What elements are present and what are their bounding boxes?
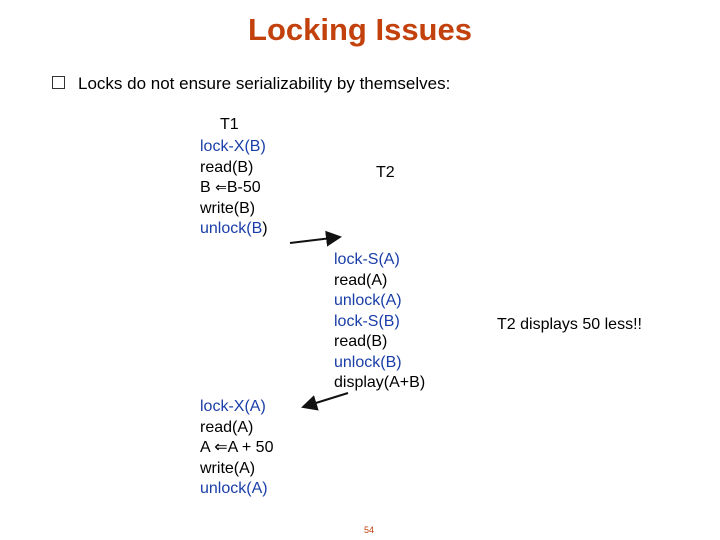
slide-title: Locking Issues [248, 12, 472, 47]
t1-block-1: lock-X(B) read(B) B ⇐B-50 write(B) unloc… [200, 137, 268, 240]
code-line: A ⇐A + 50 [200, 439, 274, 456]
bullet-text: Locks do not ensure serializability by t… [78, 74, 451, 93]
bullet-square-icon [52, 76, 65, 90]
code-line: read(B) [200, 158, 254, 176]
code-line: lock-X(B) [200, 138, 266, 155]
arrow-to-t2 [289, 230, 342, 247]
t1-block-2: lock-X(A) read(A) A ⇐A + 50 write(A) unl… [200, 397, 273, 500]
code-line: write(A) [200, 459, 256, 477]
arrow-to-t1 [301, 392, 349, 411]
code-line: display(A+B) [334, 374, 426, 391]
result-note: T2 displays 50 less!! [497, 316, 642, 333]
t2-block: lock-S(A) read(A) unlock(A) lock-S(B) re… [334, 250, 425, 394]
code-line: read(A) [334, 271, 388, 289]
code-line: unlock(A) [334, 292, 402, 309]
code-line: read(A) [200, 418, 254, 436]
code-line: read(B) [334, 333, 388, 350]
code-line: write(B) [200, 199, 256, 217]
code-line: lock-X(A) [200, 398, 266, 415]
left-arrow-icon: ⇐ [215, 180, 227, 196]
t2-header: T2 [376, 164, 395, 181]
code-line: B ⇐B-50 [200, 179, 261, 196]
code-line: unlock(A) [200, 480, 268, 497]
code-line: unlock(B) [200, 220, 268, 237]
code-line: unlock(B) [334, 353, 402, 371]
code-line: lock-S(B) [334, 312, 400, 330]
bullet-point: Locks do not ensure serializability by t… [52, 74, 450, 94]
t1-header: T1 [220, 116, 239, 133]
code-line: lock-S(A) [334, 251, 400, 268]
page-number: 54 [364, 525, 375, 535]
